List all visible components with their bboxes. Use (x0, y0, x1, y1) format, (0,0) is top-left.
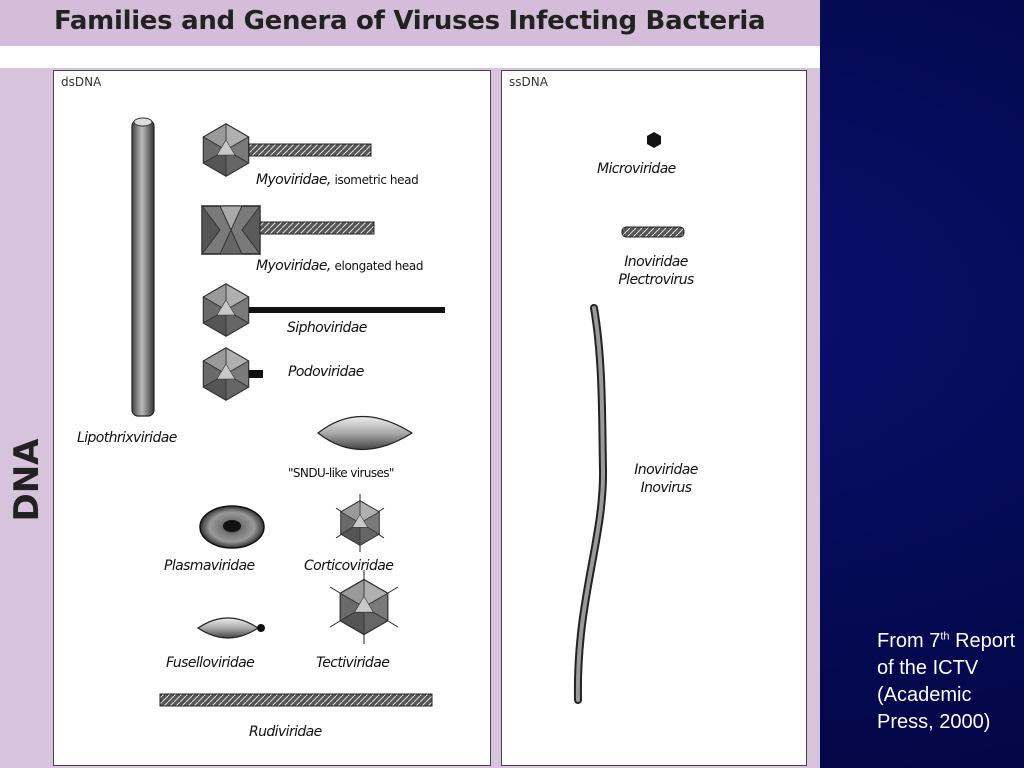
sndu-like-label: "SNDU-like viruses" (288, 466, 394, 480)
source-credit: From 7th Report of the ICTV (Academic Pr… (877, 630, 1016, 733)
rudiviridae-rod (159, 693, 433, 707)
myoviridae-isometric-virion (202, 123, 372, 177)
dsdna-panel: dsDNA (53, 70, 491, 766)
plasmaviridae-virion (199, 505, 265, 549)
fuselloviridae-label: Fuselloviridae (166, 655, 255, 671)
plasmaviridae-label: Plasmaviridae (164, 558, 255, 574)
tectiviridae-label: Tectiviridae (316, 655, 390, 671)
title-separator (0, 46, 820, 68)
lipothrixviridae-label: Lipothrixviridae (77, 430, 177, 446)
corticoviridae-label: Corticoviridae (304, 558, 394, 574)
ssdna-panel: ssDNA (501, 70, 807, 766)
fuselloviridae-virion (196, 617, 265, 639)
podoviridae-virion (202, 347, 263, 401)
siphoviridae-label: Siphoviridae (287, 320, 367, 336)
myoviridae-elongated-virion (201, 204, 375, 256)
inovirus-label: Inoviridae Inovirus (634, 462, 698, 496)
lipothrixviridae-rod (131, 117, 155, 417)
dsdna-panel-label: dsDNA (61, 75, 102, 89)
figure-title: Families and Genera of Viruses Infecting… (54, 6, 766, 36)
inovirus-filament (573, 304, 608, 704)
tectiviridae-virion (329, 570, 399, 644)
virus-illustrations (131, 117, 685, 707)
plectrovirus-label: Inoviridae Plectrovirus (618, 254, 694, 288)
ssdna-panel-label: ssDNA (509, 75, 548, 89)
figure: Families and Genera of Viruses Infecting… (0, 0, 820, 768)
siphoviridae-virion (202, 283, 445, 337)
corticoviridae-virion (335, 494, 385, 552)
sndu-like-virion (317, 416, 414, 450)
rudiviridae-label: Rudiviridae (249, 724, 322, 740)
myoviridae-elongated-label: Myoviridae, elongated head (256, 258, 424, 274)
podoviridae-label: Podoviridae (288, 364, 364, 380)
title-band: Families and Genera of Viruses Infecting… (0, 0, 820, 46)
plectrovirus-rod (621, 226, 685, 238)
microviridae-virion (647, 132, 661, 148)
myoviridae-isometric-label: Myoviridae, isometric head (256, 172, 419, 188)
microviridae-label: Microviridae (597, 161, 676, 177)
